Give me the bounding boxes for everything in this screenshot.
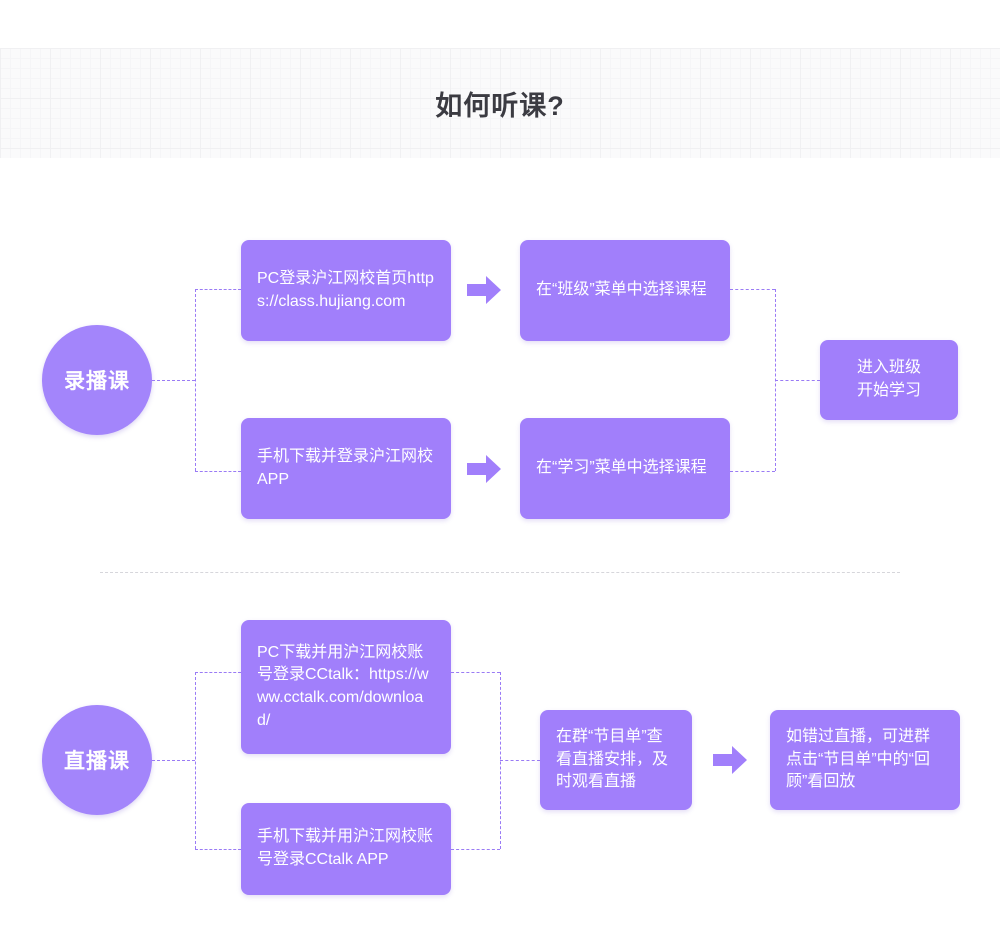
- connector-live-branch-top: [195, 672, 241, 673]
- circle-node-recorded-course-label: 录播课: [64, 370, 130, 393]
- box-live-app-cctalk-label: 手机下载并用沪江网校账号登录CCtalk APP: [257, 828, 434, 868]
- header-grid-background: [0, 48, 1000, 158]
- box-recorded-app-login-label: 手机下载并登录沪江网校APP: [257, 447, 434, 488]
- box-recorded-app-select-label: 在“学习”菜单中选择课程: [536, 459, 707, 477]
- box-live-app-cctalk: 手机下载并用沪江网校账号登录CCtalk APP: [241, 803, 451, 895]
- box-recorded-pc-select: 在“班级”菜单中选择课程: [520, 240, 730, 341]
- circle-node-recorded-course: 录播课: [42, 325, 152, 435]
- box-recorded-enter-class: 进入班级 开始学习: [820, 340, 958, 420]
- connector-recorded-left-bracket: [195, 289, 196, 471]
- box-recorded-app-login: 手机下载并登录沪江网校APP: [241, 418, 451, 519]
- page-title: 如何听课?: [435, 90, 565, 121]
- box-live-pc-cctalk: PC下载并用沪江网校账号登录CCtalk：https://www.cctalk.…: [241, 620, 451, 754]
- connector-live-merge-bottom: [451, 849, 500, 850]
- connector-recorded-branch-bottom: [195, 471, 241, 472]
- section-divider: [100, 572, 900, 573]
- arrow-right-icon-recorded-top: [467, 276, 501, 304]
- box-live-schedule-label: 在群“节目单”查看直播安排，及时观看直播: [556, 727, 669, 791]
- arrow-right-icon-live: [713, 746, 747, 774]
- box-recorded-pc-login-label: PC登录沪江网校首页https://class.hujiang.com: [257, 269, 434, 310]
- arrow-right-icon-recorded-bottom: [467, 455, 501, 483]
- connector-recorded-merge-stem: [775, 380, 820, 381]
- box-live-schedule: 在群“节目单”查看直播安排，及时观看直播: [540, 710, 692, 810]
- connector-live-branch-bottom: [195, 849, 241, 850]
- circle-node-live-course-label: 直播课: [64, 750, 130, 773]
- box-live-pc-cctalk-label: PC下载并用沪江网校账号登录CCtalk：https://www.cctalk.…: [257, 643, 429, 729]
- box-live-replay-label: 如错过直播，可进群点击“节目单”中的“回顾”看回放: [786, 727, 931, 791]
- connector-live-left-bracket: [195, 672, 196, 849]
- circle-node-live-course: 直播课: [42, 705, 152, 815]
- box-live-replay: 如错过直播，可进群点击“节目单”中的“回顾”看回放: [770, 710, 960, 810]
- connector-recorded-merge-top: [730, 289, 775, 290]
- connector-live-merge-stem: [500, 760, 540, 761]
- box-recorded-enter-class-line1: 进入班级: [856, 359, 921, 377]
- connector-recorded-branch-top: [195, 289, 241, 290]
- connector-recorded-merge-bottom: [730, 471, 775, 472]
- connector-recorded-circle-stem: [152, 380, 195, 381]
- box-recorded-enter-class-line2: 开始学习: [856, 382, 921, 399]
- connector-live-circle-stem: [152, 760, 195, 761]
- box-recorded-pc-login: PC登录沪江网校首页https://class.hujiang.com: [241, 240, 451, 341]
- box-recorded-pc-select-label: 在“班级”菜单中选择课程: [536, 281, 707, 299]
- connector-live-merge-top: [451, 672, 500, 673]
- box-recorded-app-select: 在“学习”菜单中选择课程: [520, 418, 730, 519]
